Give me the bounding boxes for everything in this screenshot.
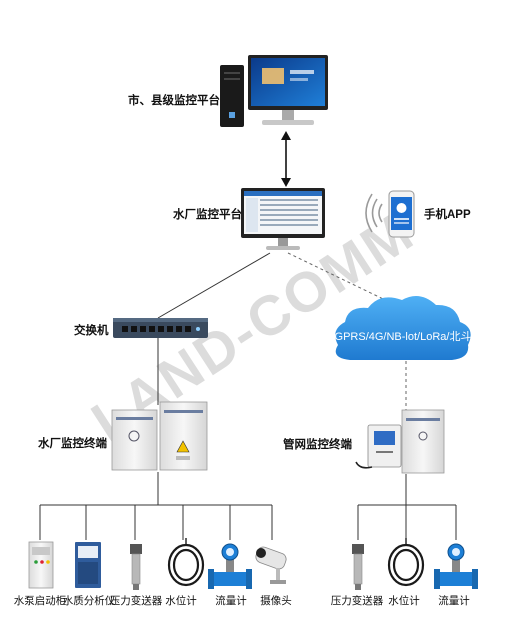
pump-cabinet-icon (28, 541, 54, 589)
pipe-terminal-label: 管网监控终端 (283, 437, 352, 451)
water-quality-analyzer-icon (75, 542, 101, 588)
switch-label: 交换机 (74, 323, 109, 337)
pipe-device-label-1: 水位计 (388, 594, 420, 607)
cloud-network-icon (335, 296, 471, 360)
cloud-label: GPRS/4G/NB-lot/LoRa/北斗 (335, 330, 472, 343)
plant-device-label-2: 压力变送器 (110, 594, 163, 607)
plant-terminal-cabinet-icon (111, 401, 208, 471)
plant-device-label-3: 水位计 (165, 594, 197, 607)
link-platform-switch (157, 252, 271, 319)
plant-platform-label: 水厂监控平台 (173, 207, 242, 221)
pipe-device-bus (357, 504, 457, 540)
flow-meter-icon (208, 543, 252, 589)
level-gauge-icon (387, 538, 425, 587)
bidirectional-arrow-icon (281, 131, 291, 187)
level-gauge-icon (167, 538, 205, 587)
plant-device-bus (39, 504, 273, 540)
pipe-terminal-cabinet-icon (355, 409, 445, 474)
city-platform-computer-icon (220, 55, 328, 127)
pipe-device-label-2: 流量计 (438, 594, 470, 607)
plant-device-label-4: 流量计 (215, 594, 247, 607)
camera-icon (255, 546, 287, 584)
plant-terminal-label: 水厂监控终端 (38, 436, 107, 450)
mobile-phone-icon (388, 190, 415, 238)
city-platform-label: 市、县级监控平台 (128, 93, 220, 107)
flow-meter-icon (434, 543, 478, 589)
pressure-transmitter-icon (352, 544, 364, 590)
plant-device-label-5: 摄像头 (260, 594, 292, 607)
pipe-device-label-0: 压力变送器 (331, 594, 384, 607)
plant-platform-monitor-icon (241, 188, 325, 250)
plant-device-label-0: 水泵启动柜 (14, 594, 67, 607)
plant-device-label-1: 水质分析仪 (63, 594, 116, 607)
wireless-signal-icon (365, 193, 383, 233)
network-switch-icon (113, 318, 208, 338)
pressure-transmitter-icon (130, 544, 142, 590)
mobile-app-label: 手机APP (424, 207, 471, 221)
